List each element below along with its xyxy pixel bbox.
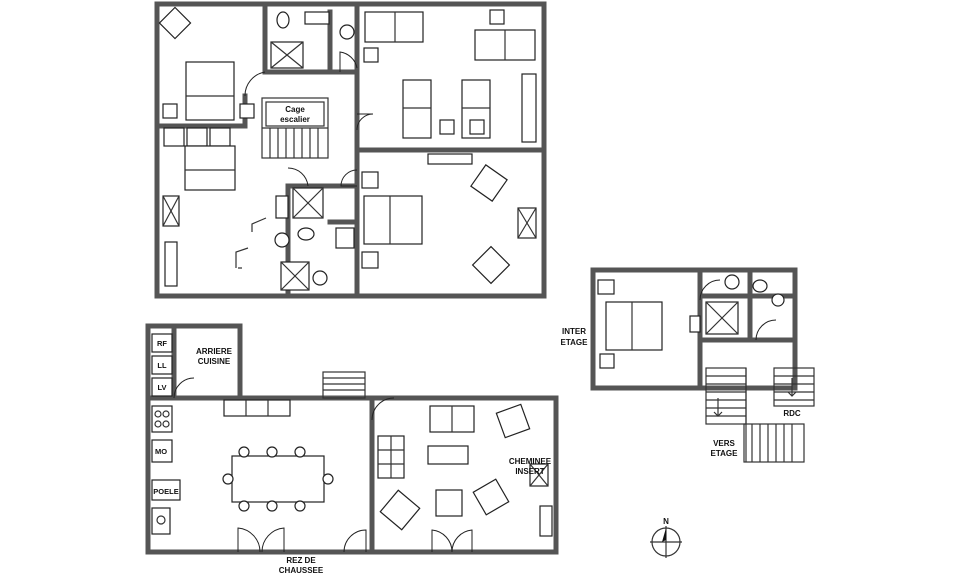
bathroom-middle: [274, 187, 355, 291]
bedroom-top-right: [363, 9, 537, 143]
back-kitchen-label-1: ARRIERE: [196, 347, 233, 356]
bedroom-middle-left: [162, 127, 267, 287]
bedroom-middle-right: [361, 153, 537, 285]
upper-floor: Cage escalier: [154, 1, 547, 299]
microwave-label: MO: [155, 447, 167, 456]
kitchen-dining: MO POELE: [151, 399, 367, 553]
north-arrow: N: [650, 517, 682, 558]
back-kitchen-label-2: CUISINE: [198, 357, 231, 366]
ground-floor-label-1: REZ DE: [286, 556, 316, 565]
north-label: N: [663, 517, 669, 526]
ground-floor-label-2: CHAUSSEE: [279, 566, 324, 575]
entry-stairs: [322, 371, 366, 399]
mezzanine-label-2: ETAGE: [561, 338, 589, 347]
bathroom-top: [270, 11, 355, 69]
stair-cage-label-2: escalier: [280, 115, 310, 124]
stove-label: POELE: [153, 487, 178, 496]
living-room: CHEMINEE INSERT: [371, 397, 553, 553]
mezzanine-stairs: RDC VERS ETAGE: [705, 367, 815, 463]
mezzanine: INTER ETAGE: [561, 267, 815, 463]
stair-cage-label-1: Cage: [285, 105, 305, 114]
bedroom-top-left: [158, 6, 255, 121]
fireplace-label-1: CHEMINEE: [509, 457, 552, 466]
ground-floor: RF LL LV ARRIERE CUISINE MO POELE: [145, 323, 559, 575]
mezzanine-label-1: INTER: [562, 327, 586, 336]
to-floor-label-2: ETAGE: [711, 449, 739, 458]
dishwasher-label: LV: [157, 383, 166, 392]
stair-cage: Cage escalier: [261, 97, 329, 159]
doors-upper: [244, 51, 374, 187]
fireplace-label-2: INSERT: [515, 467, 544, 476]
to-floor-label-1: VERS: [713, 439, 735, 448]
fridge-label: RF: [157, 339, 167, 348]
washer-label: LL: [157, 361, 167, 370]
rdc-label: RDC: [783, 409, 801, 418]
back-kitchen: RF LL LV ARRIERE CUISINE: [151, 333, 233, 399]
